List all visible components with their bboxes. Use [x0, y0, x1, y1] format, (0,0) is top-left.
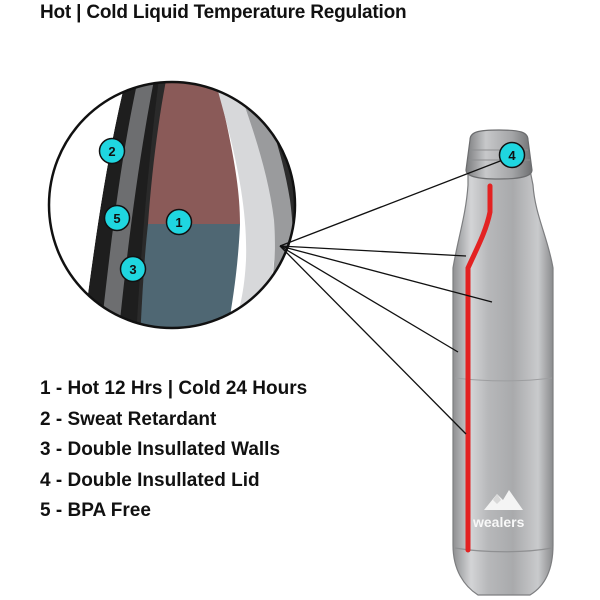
legend-separator: -	[50, 378, 68, 399]
badge-4-label: 4	[508, 148, 516, 163]
brand-name: wealers	[472, 514, 525, 530]
legend-item-2: 2 - Sweat Retardant	[40, 405, 307, 436]
legend-number: 4	[40, 469, 51, 491]
badge-3: 3	[119, 255, 147, 283]
brand-logo: wealers	[472, 490, 525, 530]
page-title: Hot | Cold Liquid Temperature Regulation	[40, 2, 407, 23]
legend-number: 2	[40, 408, 51, 430]
feature-legend: 1 - Hot 12 Hrs | Cold 24 Hours 2 - Sweat…	[40, 374, 307, 527]
badge-1-label: 1	[175, 215, 182, 230]
legend-number: 5	[40, 500, 51, 521]
legend-separator: -	[50, 439, 68, 460]
badge-5: 5	[103, 204, 131, 232]
badge-2-label: 2	[108, 144, 115, 159]
bottle: wealers	[452, 129, 554, 596]
magnifier-ring	[47, 80, 297, 330]
inner-liner	[465, 183, 493, 553]
badge-5-label: 5	[113, 211, 120, 226]
pointer-lines	[279, 157, 509, 435]
legend-separator: -	[50, 469, 68, 491]
legend-item-4: 4 - Double Insullated Lid	[40, 466, 307, 497]
callout-badges: 1 2 3 4 5	[98, 137, 526, 283]
legend-text: Sweat Retardant	[67, 408, 217, 430]
legend-item-5: 5 - BPA Free	[40, 496, 307, 527]
badge-4: 4	[498, 141, 526, 169]
magnified-cross-section	[47, 80, 297, 330]
legend-text: Double Insullated Lid	[67, 469, 260, 491]
legend-number: 1	[40, 378, 51, 399]
legend-separator: -	[50, 408, 68, 430]
legend-item-3: 3 - Double Insullated Walls	[40, 435, 307, 466]
legend-text: Double Insullated Walls	[67, 439, 281, 460]
legend-item-1: 1 - Hot 12 Hrs | Cold 24 Hours	[40, 374, 307, 405]
badge-3-label: 3	[129, 262, 136, 277]
legend-separator: -	[50, 500, 68, 521]
legend-number: 3	[40, 439, 51, 460]
badge-1: 1	[165, 208, 193, 236]
legend-text: Hot 12 Hrs | Cold 24 Hours	[67, 378, 308, 399]
badge-2: 2	[98, 137, 126, 165]
legend-text: BPA Free	[67, 500, 151, 521]
